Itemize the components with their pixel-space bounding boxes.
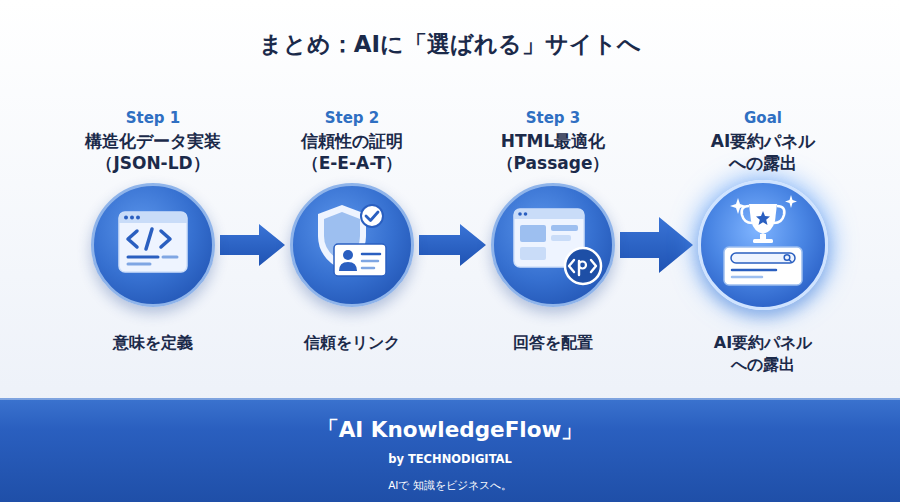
step-label: Goal [668,108,858,128]
goal-circle: GoalAI要約パネル への露出AI要約パネル への露出 [698,180,828,310]
step-title: 信頼性の証明 （E-E-A-T） [257,130,447,174]
step-circle: Step 3HTML最適化 （Passage）回答を配置 [491,183,615,307]
html-icon [514,209,601,284]
step-caption: 信頼をリンク [257,332,447,354]
step-label: Step 3 [458,108,648,128]
step-title: AI要約パネル への露出 [668,130,858,174]
step-title: 構造化データ実装 （JSON-LD） [58,130,248,174]
step-caption: 意味を定義 [58,332,248,354]
step-circle: Step 2信頼性の証明 （E-E-A-T）信頼をリンク [290,183,414,307]
step-label: Step 2 [257,108,447,128]
brand-tagline: AIで 知識をビジネスへ。 [0,477,900,493]
step-label: Step 1 [58,108,248,128]
step-circle: Step 1構造化データ実装 （JSON-LD）意味を定義 [91,183,215,307]
brand-owner: by TECHNODIGITAL [0,451,900,467]
footer-band: 「AI KnowledgeFlow」 by TECHNODIGITAL AIで 知識… [0,398,900,502]
flow-arrow [419,224,486,266]
step-caption: 回答を配置 [458,332,648,354]
trophy-icon [724,195,802,285]
code-icon [119,212,187,272]
flow-arrow [620,217,693,273]
brand-name: 「AI KnowledgeFlow」 [0,415,900,445]
trust-icon [318,205,386,276]
page-title: まとめ：AIに「選ばれる」サイトへ [0,28,900,60]
step-caption: AI要約パネル への露出 [668,332,858,376]
step-title: HTML最適化 （Passage） [458,130,648,174]
flow-arrow [220,224,285,266]
